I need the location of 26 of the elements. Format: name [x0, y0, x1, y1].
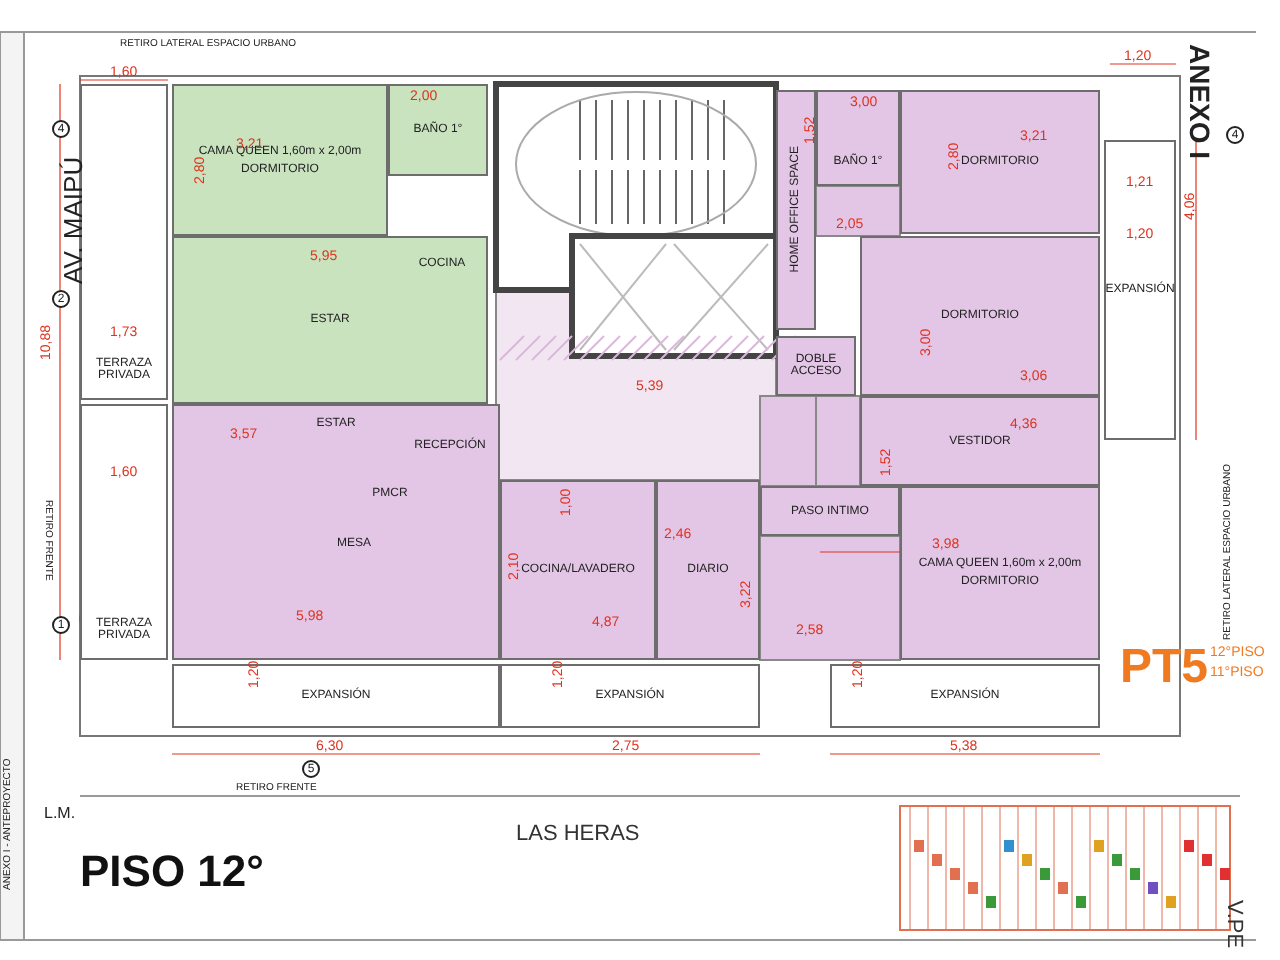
room-area — [776, 336, 856, 396]
room-area — [388, 84, 488, 176]
room-area — [656, 480, 760, 660]
room-area — [172, 84, 388, 236]
plan-label: LAS HERAS — [516, 824, 640, 846]
room-area — [860, 236, 1100, 396]
room-area — [500, 480, 656, 660]
room-area — [1104, 140, 1176, 440]
room-area — [816, 90, 900, 186]
room-area — [80, 84, 168, 400]
room-area — [80, 404, 168, 660]
plan-label: L.M. — [44, 806, 76, 822]
plan-label: ANEXO I — [1186, 44, 1214, 160]
room-area — [900, 486, 1100, 660]
room-area — [172, 404, 500, 660]
room-area — [760, 486, 900, 536]
floor-title: PISO 12° — [80, 850, 264, 894]
plan-label: V.PE — [1222, 900, 1244, 949]
room-area — [500, 664, 760, 728]
room-area — [900, 90, 1100, 234]
room-area — [776, 90, 816, 330]
room-area — [860, 396, 1100, 486]
room-area — [172, 236, 488, 404]
plan-label: AV. MAIPÚ — [60, 156, 86, 284]
room-area — [830, 664, 1100, 728]
room-area — [172, 664, 500, 728]
